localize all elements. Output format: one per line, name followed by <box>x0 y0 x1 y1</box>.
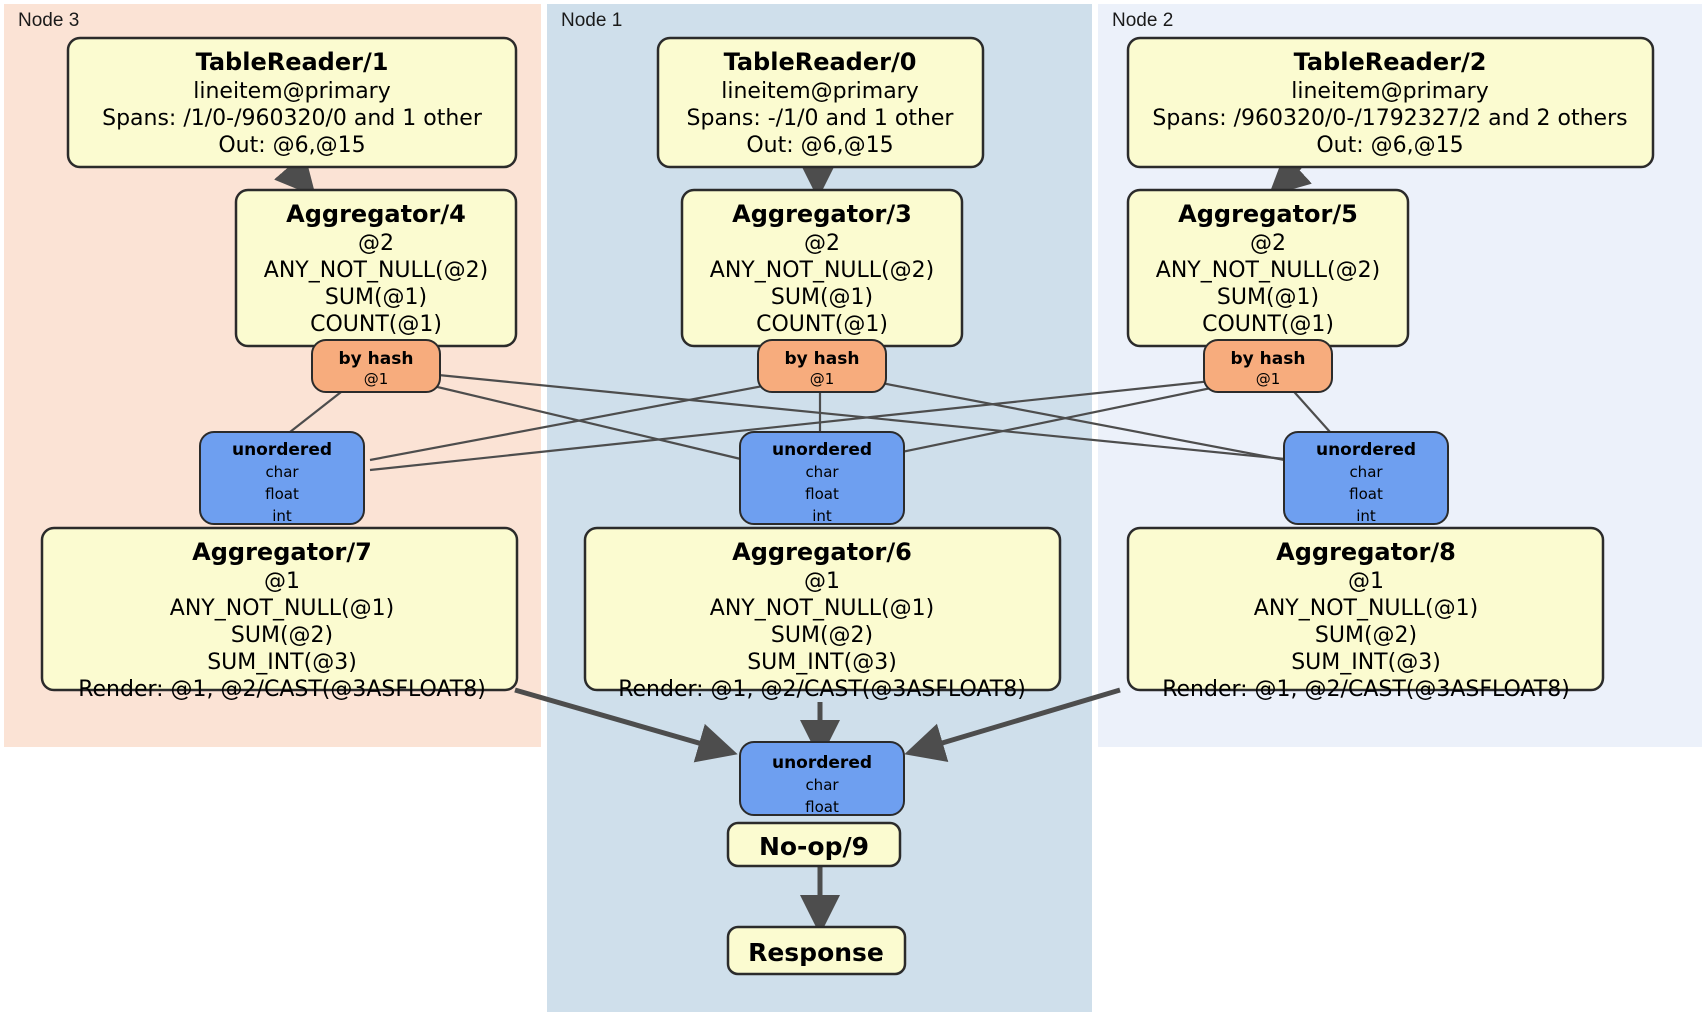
processor-line: Render: @1, @2/CAST(@3ASFLOAT8) <box>78 677 486 702</box>
processor-line: SUM_INT(@3) <box>747 650 897 675</box>
processor-line: Render: @1, @2/CAST(@3ASFLOAT8) <box>1162 677 1570 702</box>
processor-line: @2 <box>358 231 394 256</box>
processor-line: Spans: /960320/0-/1792327/2 and 2 others <box>1152 106 1627 131</box>
router-line: @1 <box>364 370 389 388</box>
stream-unordered-middle[interactable]: unordered char float int <box>739 431 905 525</box>
processor-line: COUNT(@1) <box>310 312 442 337</box>
processor-tablereader-0[interactable]: TableReader/0 lineitem@primary Spans: -/… <box>656 36 985 169</box>
stream-unordered-left[interactable]: unordered char float int <box>199 431 365 525</box>
processor-aggregator-4[interactable]: Aggregator/4 @2 ANY_NOT_NULL(@2) SUM(@1)… <box>234 188 518 348</box>
stream-title: unordered <box>772 440 872 460</box>
processor-title: No-op/9 <box>759 832 869 861</box>
stream-line: int <box>272 507 292 525</box>
stream-line: float <box>265 485 299 503</box>
processor-line: ANY_NOT_NULL(@2) <box>710 258 934 283</box>
processor-title: Aggregator/4 <box>286 200 466 228</box>
stream-unordered-final[interactable]: unordered char float <box>739 741 905 816</box>
processor-line: SUM(@2) <box>771 623 873 648</box>
processor-line: ANY_NOT_NULL(@1) <box>1254 596 1478 621</box>
processor-title: Aggregator/3 <box>732 200 912 228</box>
stream-line: char <box>805 776 839 794</box>
stream-line: char <box>265 463 299 481</box>
processor-line: SUM(@2) <box>1315 623 1417 648</box>
processor-line: lineitem@primary <box>193 79 391 104</box>
router-title: by hash <box>785 349 860 369</box>
processor-line: ANY_NOT_NULL(@2) <box>264 258 488 283</box>
processor-noop-9[interactable]: No-op/9 <box>726 821 902 868</box>
panel-label-node1: Node 1 <box>561 10 622 31</box>
processor-line: COUNT(@1) <box>756 312 888 337</box>
stream-line: float <box>805 798 839 816</box>
processor-title: Aggregator/8 <box>1276 538 1456 566</box>
processor-aggregator-7[interactable]: Aggregator/7 @1 ANY_NOT_NULL(@1) SUM(@2)… <box>40 526 519 702</box>
processor-line: SUM(@1) <box>325 285 427 310</box>
processor-response[interactable]: Response <box>726 925 907 976</box>
processor-line: Out: @6,@15 <box>218 133 365 158</box>
processor-tablereader-2[interactable]: TableReader/2 lineitem@primary Spans: /9… <box>1126 36 1655 169</box>
processor-line: ANY_NOT_NULL(@2) <box>1156 258 1380 283</box>
panel-label-node2: Node 2 <box>1112 10 1173 31</box>
processor-aggregator-5[interactable]: Aggregator/5 @2 ANY_NOT_NULL(@2) SUM(@1)… <box>1126 188 1410 348</box>
stream-title: unordered <box>1316 440 1416 460</box>
processor-aggregator-8[interactable]: Aggregator/8 @1 ANY_NOT_NULL(@1) SUM(@2)… <box>1126 526 1605 702</box>
router-title: by hash <box>1231 349 1306 369</box>
processor-line: ANY_NOT_NULL(@1) <box>170 596 394 621</box>
panel-label-node3: Node 3 <box>18 10 79 31</box>
processor-title: TableReader/0 <box>724 48 917 76</box>
processor-line: COUNT(@1) <box>1202 312 1334 337</box>
processor-line: SUM(@1) <box>771 285 873 310</box>
stream-line: float <box>805 485 839 503</box>
router-line: @1 <box>810 370 835 388</box>
edges-reader-to-aggregator <box>274 152 1312 199</box>
stream-line: float <box>1349 485 1383 503</box>
processor-line: @1 <box>1348 569 1384 594</box>
processor-line: SUM_INT(@3) <box>1291 650 1441 675</box>
stream-unordered-right[interactable]: unordered char float int <box>1283 431 1449 525</box>
processor-line: SUM(@1) <box>1217 285 1319 310</box>
processor-line: Out: @6,@15 <box>746 133 893 158</box>
processor-tablereader-1[interactable]: TableReader/1 lineitem@primary Spans: /1… <box>66 36 518 169</box>
processor-line: @2 <box>804 231 840 256</box>
router-title: by hash <box>339 349 414 369</box>
processor-line: @2 <box>1250 231 1286 256</box>
processor-line: @1 <box>804 569 840 594</box>
router-by-hash-middle[interactable]: by hash @1 <box>757 339 887 393</box>
processor-line: SUM_INT(@3) <box>207 650 357 675</box>
stream-line: int <box>1356 507 1376 525</box>
processor-title: TableReader/1 <box>196 48 389 76</box>
stream-title: unordered <box>772 753 872 773</box>
processor-line: Spans: -/1/0 and 1 other <box>687 106 955 131</box>
stream-title: unordered <box>232 440 332 460</box>
stream-line: char <box>1349 463 1383 481</box>
processor-title: TableReader/2 <box>1294 48 1487 76</box>
processor-title: Aggregator/7 <box>192 538 372 566</box>
processor-line: SUM(@2) <box>231 623 333 648</box>
processor-line: Out: @6,@15 <box>1316 133 1463 158</box>
processor-title: Response <box>748 938 884 967</box>
router-by-hash-left[interactable]: by hash @1 <box>311 339 441 393</box>
stream-line: char <box>805 463 839 481</box>
processor-line: @1 <box>264 569 300 594</box>
processor-line: ANY_NOT_NULL(@1) <box>710 596 934 621</box>
router-line: @1 <box>1256 370 1281 388</box>
router-by-hash-right[interactable]: by hash @1 <box>1203 339 1333 393</box>
stream-line: int <box>812 507 832 525</box>
processor-line: Render: @1, @2/CAST(@3ASFLOAT8) <box>618 677 1026 702</box>
processor-aggregator-6[interactable]: Aggregator/6 @1 ANY_NOT_NULL(@1) SUM(@2)… <box>583 526 1062 702</box>
processor-title: Aggregator/6 <box>732 538 912 566</box>
processor-line: Spans: /1/0-/960320/0 and 1 other <box>102 106 483 131</box>
processor-aggregator-3[interactable]: Aggregator/3 @2 ANY_NOT_NULL(@2) SUM(@1)… <box>680 188 964 348</box>
processor-title: Aggregator/5 <box>1178 200 1358 228</box>
processor-line: lineitem@primary <box>1291 79 1489 104</box>
processor-line: lineitem@primary <box>721 79 919 104</box>
